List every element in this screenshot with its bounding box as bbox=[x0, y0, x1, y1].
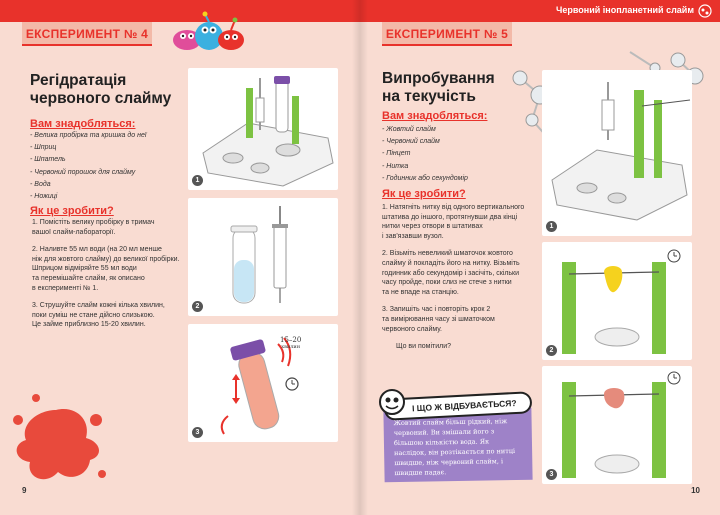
illustration-panel-1: 1 bbox=[542, 70, 692, 236]
section-header: Червоний інопланетний слайм bbox=[556, 5, 694, 15]
list-item: - Червоний слайм bbox=[382, 138, 440, 146]
panel-number: 3 bbox=[546, 469, 557, 480]
title-line-2: червоного слайму bbox=[30, 90, 172, 107]
red-slime-splash-icon bbox=[13, 394, 106, 480]
tube-and-syringe-icon bbox=[230, 206, 288, 304]
title-line-2: на текучість bbox=[382, 88, 476, 105]
panel-number: 1 bbox=[192, 175, 203, 186]
list-item: - Шпатель bbox=[30, 156, 66, 164]
top-red-bar bbox=[360, 0, 720, 22]
title-line-1: Регідратація bbox=[30, 72, 127, 89]
illustration-panel-2: 2 bbox=[542, 242, 692, 360]
panel-number: 1 bbox=[546, 221, 557, 232]
panel-number: 3 bbox=[192, 427, 203, 438]
list-item: - Нитка bbox=[382, 162, 409, 170]
step-item: 1. Помістіть велику пробірку в тримач ва… bbox=[32, 219, 155, 236]
book-gutter bbox=[352, 0, 368, 515]
list-item: - Ножиці bbox=[30, 193, 58, 201]
monster-face-icon bbox=[379, 389, 405, 415]
lab-station-icon bbox=[202, 76, 334, 187]
timer-label: 15–20 хвилин bbox=[280, 336, 301, 350]
top-red-bar bbox=[0, 0, 360, 22]
needs-list: - Велика пробірка та кришка до неї - Шпр… bbox=[30, 130, 146, 203]
red-slime-on-thread-icon bbox=[562, 371, 681, 478]
step-item: 3. Струшуйте слайм кожні кілька хвилин, … bbox=[32, 302, 165, 329]
list-item: - Шприц bbox=[30, 144, 57, 152]
title-line-1: Випробування bbox=[382, 70, 495, 87]
list-item: - Вода bbox=[30, 180, 51, 188]
how-heading: Як це зробити? bbox=[382, 188, 466, 200]
slime-monsters-icon bbox=[173, 11, 244, 50]
quiz-title: І ЩО Ж ВІДБУВАЄТЬСЯ? bbox=[411, 397, 517, 414]
step-item: 3. Запишіть час і повторіть крок 2 та ви… bbox=[382, 306, 495, 333]
panel-number: 2 bbox=[546, 345, 557, 356]
timer-unit: хвилин bbox=[281, 344, 301, 350]
page-number: 9 bbox=[22, 486, 27, 495]
list-item: - Червоний порошок для слайму bbox=[30, 168, 136, 176]
steps-list: 1. Натягніть нитку від одного вертикальн… bbox=[382, 203, 547, 360]
step-item: 1. Натягніть нитку від одного вертикальн… bbox=[382, 204, 525, 240]
experiment-title: Випробування на текучість bbox=[382, 70, 495, 106]
question-text: Що ви помітили? bbox=[396, 343, 452, 351]
needs-heading: Вам знадобляться: bbox=[30, 118, 136, 130]
shaking-tube-icon bbox=[220, 337, 299, 435]
list-item: - Пінцет bbox=[382, 150, 411, 158]
timer-value: 15–20 bbox=[280, 336, 302, 344]
right-page: Червоний інопланетний слайм ЕКСПЕРИМЕНТ … bbox=[360, 0, 720, 515]
lab-station-icon bbox=[551, 82, 691, 221]
panel-number: 2 bbox=[192, 301, 203, 312]
illustration-panel-1: 1 bbox=[188, 68, 338, 190]
step-item: 2. Наливте 55 мл води (на 20 мл менше ні… bbox=[32, 246, 180, 292]
needs-list: - Жовтий слайм - Червоний слайм - Пінцет… bbox=[382, 124, 468, 185]
experiment-banner: ЕКСПЕРИМЕНТ № 4 bbox=[22, 22, 152, 46]
left-page: ЕКСПЕРИМЕНТ № 4 Регідратація червоного с… bbox=[0, 0, 360, 515]
list-item: - Жовтий слайм bbox=[382, 126, 436, 133]
illustration-panel-3: 15–20 хвилин 3 bbox=[188, 324, 338, 442]
page-number: 10 bbox=[691, 486, 700, 495]
experiment-banner: ЕКСПЕРИМЕНТ № 5 bbox=[382, 22, 512, 46]
experiment-title: Регідратація червоного слайму bbox=[30, 72, 171, 108]
list-item: - Велика пробірка та кришка до неї bbox=[30, 132, 147, 139]
illustration-panel-2: 2 bbox=[188, 198, 338, 316]
yellow-slime-on-thread-icon bbox=[562, 249, 681, 354]
needs-heading: Вам знадобляться: bbox=[382, 110, 488, 122]
how-heading: Як це зробити? bbox=[30, 205, 114, 217]
illustration-panel-3: 3 bbox=[542, 366, 692, 484]
steps-list: 1. Помістіть велику пробірку в тримач ва… bbox=[32, 218, 187, 338]
step-item: 2. Візьміть невеликий шматочок жовтого с… bbox=[382, 250, 520, 296]
molecule-icon bbox=[698, 4, 712, 18]
list-item: - Годинник або секундомір bbox=[382, 174, 468, 182]
